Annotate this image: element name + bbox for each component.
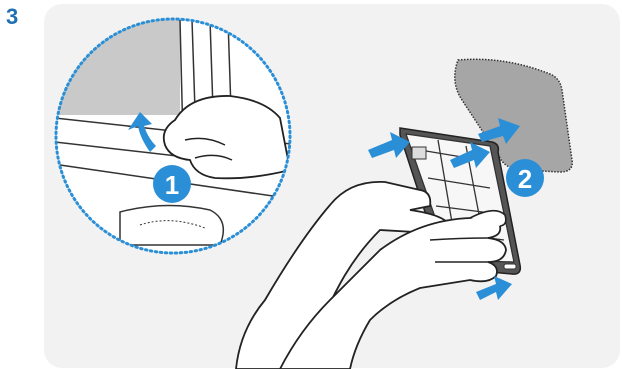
zoom-detail: [54, 17, 292, 255]
callout-badge-1: 1: [153, 165, 191, 203]
callout-label-1: 1: [165, 170, 179, 200]
arrow-icon: [450, 142, 490, 168]
arrow-icon: [476, 276, 512, 300]
arrow-icon: [478, 118, 520, 144]
arrow-icon: [368, 132, 410, 158]
step-number: 3: [6, 4, 19, 29]
arrow-icon: [128, 112, 156, 152]
callout-label-2: 2: [518, 164, 532, 194]
hands: [235, 180, 507, 369]
callout-badge-2: 2: [506, 159, 544, 197]
adhesive-pad: [454, 58, 573, 173]
